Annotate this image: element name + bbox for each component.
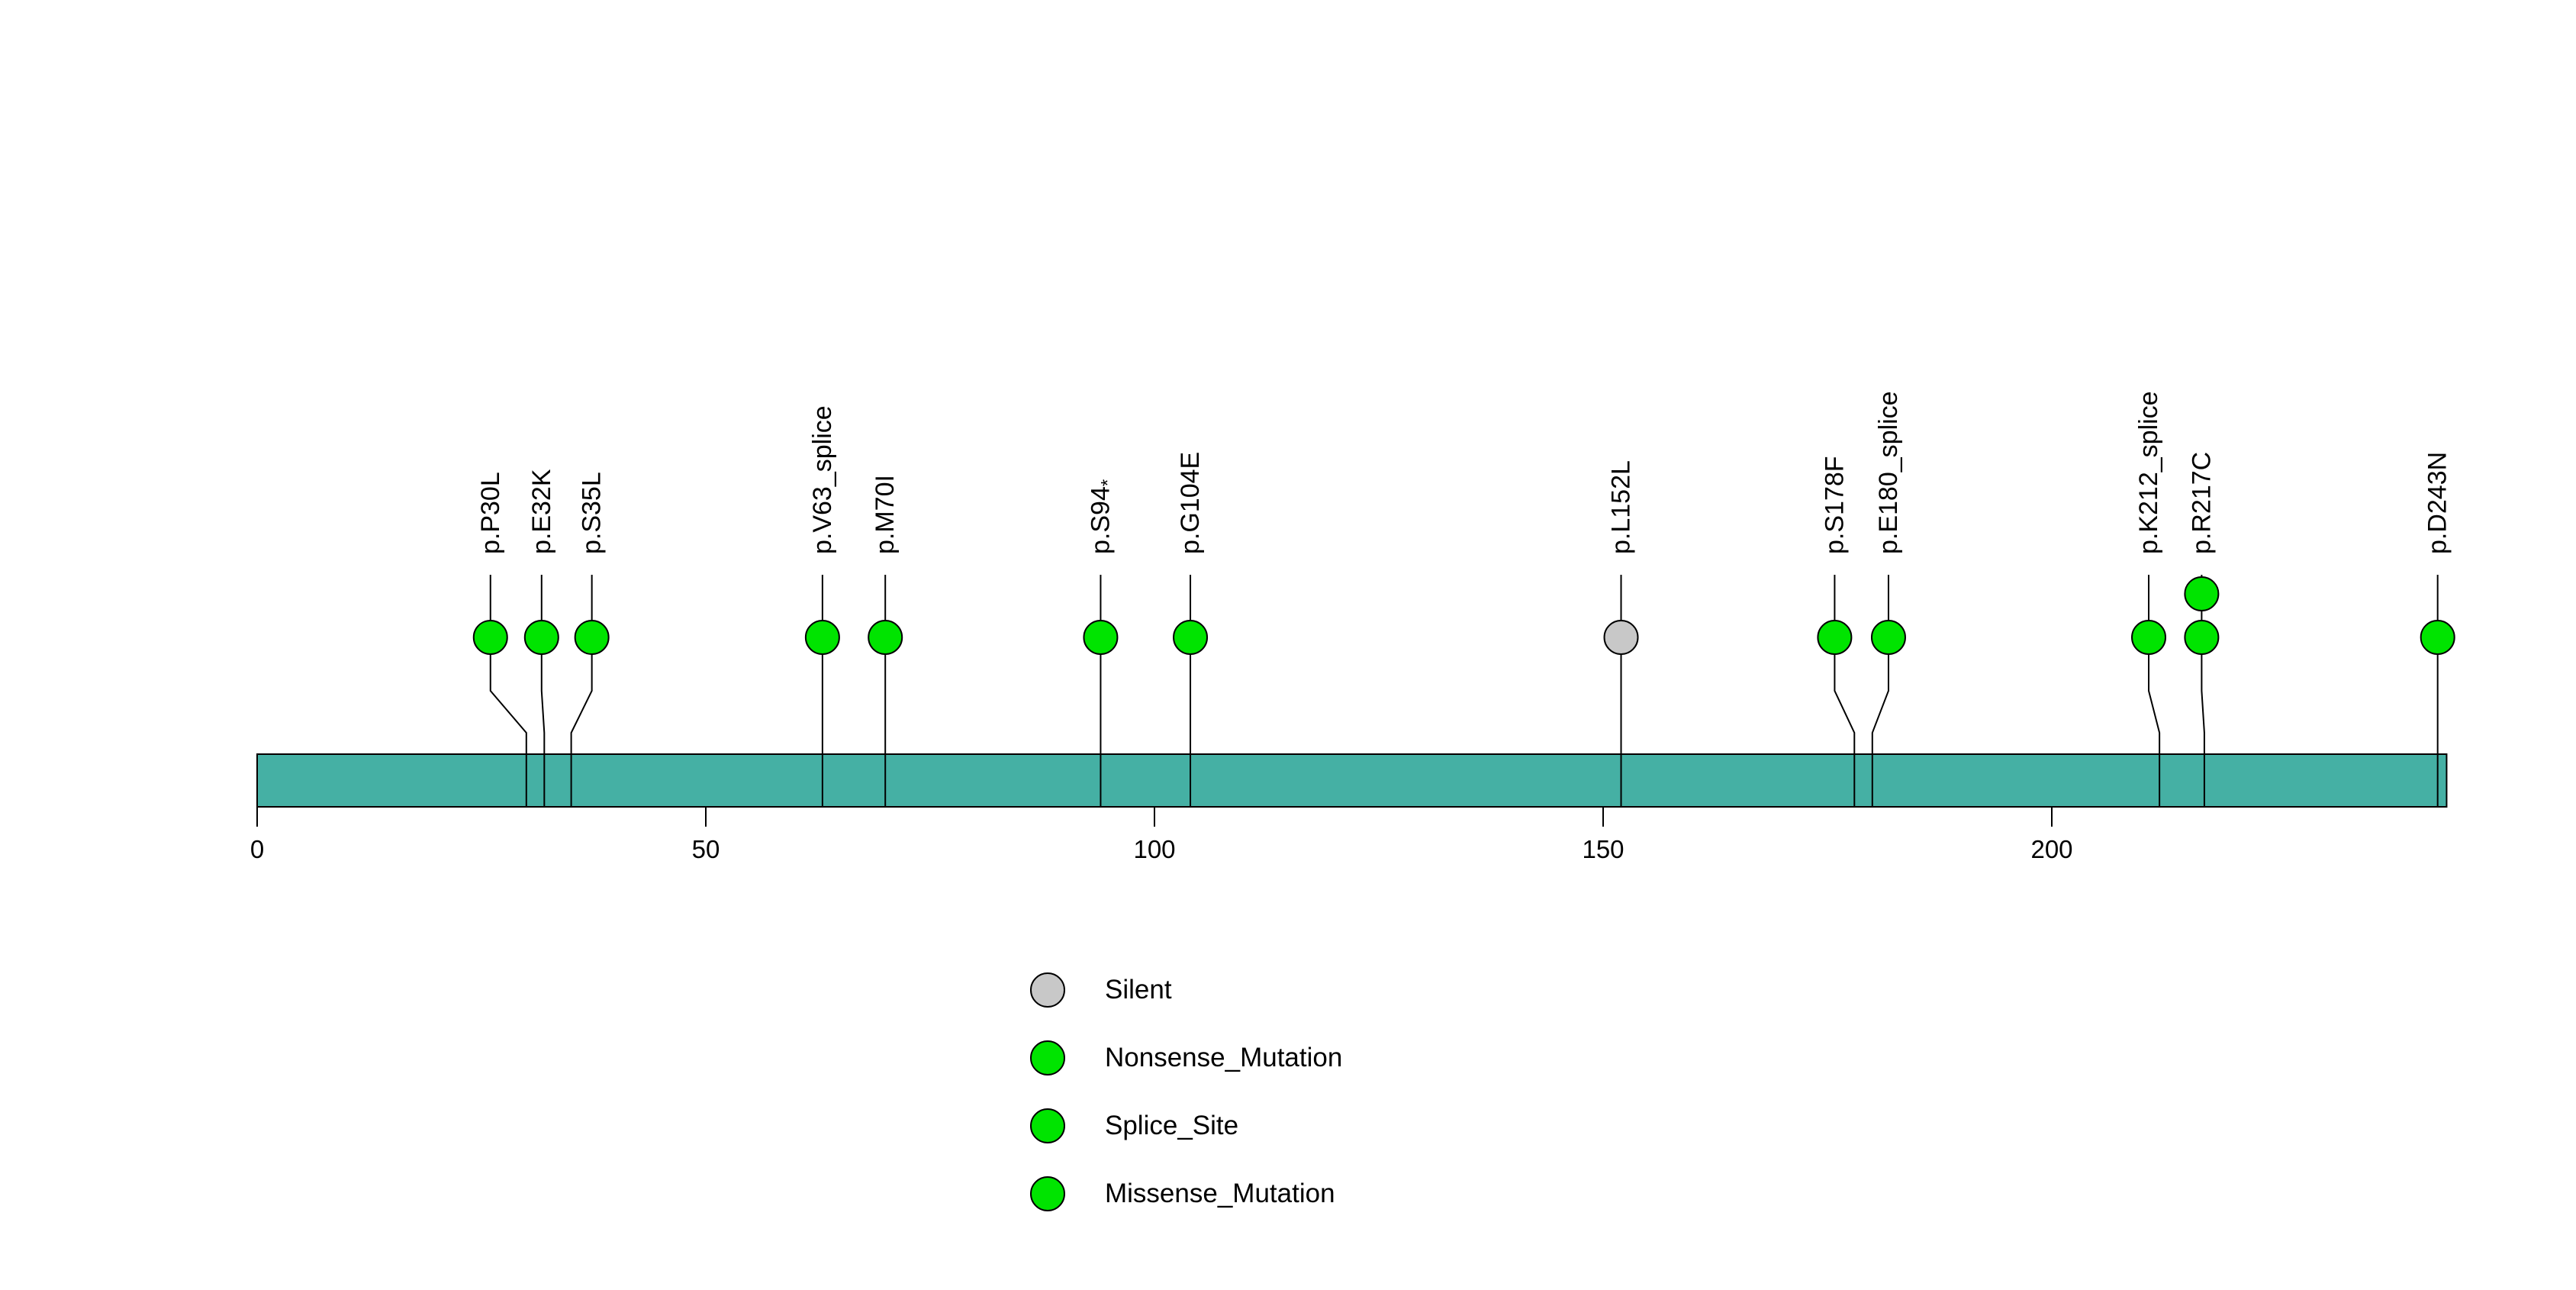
mutation-label: p.E180_splice: [1874, 391, 1903, 554]
legend-label: Missense_Mutation: [1105, 1178, 1335, 1208]
protein-bar: [256, 753, 2448, 808]
legend-item: Silent: [1030, 956, 1342, 1024]
mutation-label: p.S178F: [1820, 456, 1849, 554]
mutation-label: p.S94*: [1086, 479, 1118, 554]
mutation-label: p.L152L: [1607, 460, 1636, 554]
axis-tick-label: 50: [692, 835, 720, 863]
legend: Silent Nonsense_Mutation Splice_Site Mis…: [1030, 956, 1342, 1227]
mutation-circle: [574, 620, 610, 655]
mutation-circle: [2184, 620, 2220, 655]
legend-label: Splice_Site: [1105, 1110, 1239, 1140]
mutation-circle: [1173, 620, 1209, 655]
mutation-circle: [472, 620, 508, 655]
mutation-circle: [1603, 620, 1639, 655]
mutation-label: p.G104E: [1176, 452, 1205, 554]
axis-tick-label: 200: [2030, 835, 2072, 863]
mutation-circle: [2131, 620, 2167, 655]
legend-label: Silent: [1105, 974, 1172, 1005]
mutation-circle: [2420, 620, 2455, 655]
mutation-circle: [1083, 620, 1119, 655]
mutation-label: p.M70I: [871, 475, 900, 554]
legend-item: Nonsense_Mutation: [1030, 1024, 1342, 1092]
mutation-label: p.E32K: [527, 469, 556, 554]
nonsense-mutation-swatch-icon: [1030, 1040, 1065, 1076]
mutation-circle: [868, 620, 903, 655]
missense-mutation-swatch-icon: [1030, 1176, 1065, 1211]
mutation-circle: [1870, 620, 1906, 655]
silent-swatch-icon: [1030, 972, 1065, 1008]
mutation-circle: [1817, 620, 1853, 655]
mutation-circle: [2184, 576, 2220, 611]
splice-site-swatch-icon: [1030, 1108, 1065, 1143]
axis-tick-label: 150: [1582, 835, 1624, 863]
mutation-label: p.D243N: [2423, 452, 2452, 554]
mutation-circle: [804, 620, 840, 655]
legend-item: Missense_Mutation: [1030, 1159, 1342, 1227]
axis-tick-label: 0: [250, 835, 264, 863]
mutation-circle: [523, 620, 559, 655]
legend-item: Splice_Site: [1030, 1092, 1342, 1159]
mutation-label: p.K212_splice: [2134, 391, 2163, 554]
mutation-label: p.S35L: [578, 472, 607, 554]
mutation-label: p.R217C: [2187, 452, 2216, 554]
axis-tick-label: 100: [1133, 835, 1175, 863]
legend-label: Nonsense_Mutation: [1105, 1042, 1343, 1072]
mutation-label: p.V63_splice: [808, 405, 837, 554]
mutation-label: p.P30L: [476, 472, 505, 554]
